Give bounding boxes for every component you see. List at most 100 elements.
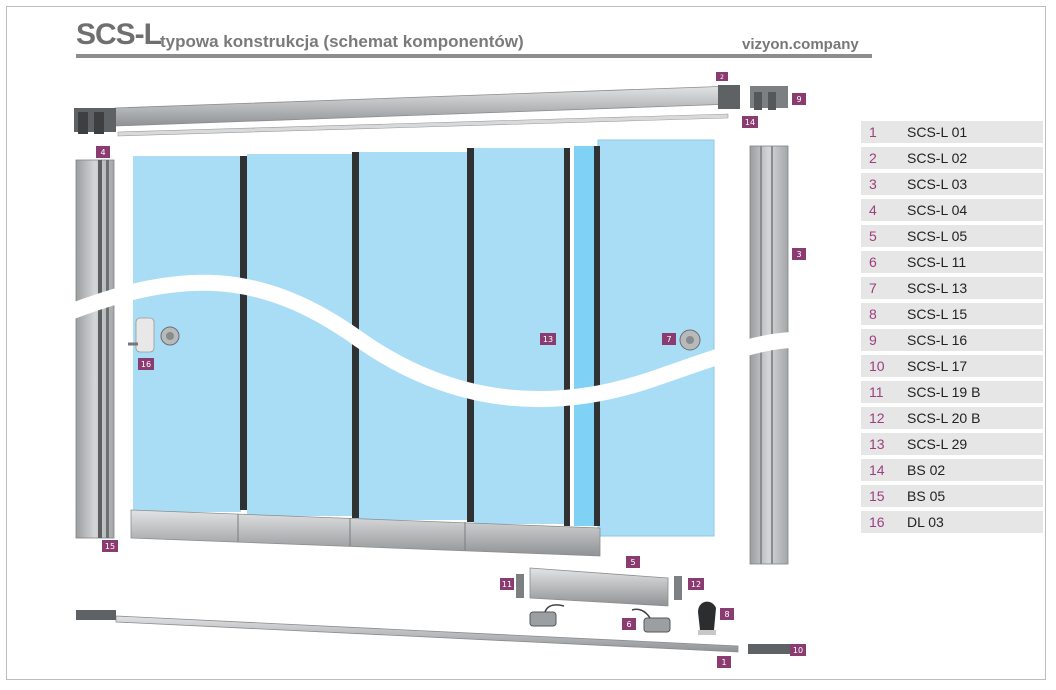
right-wall-profile [749, 145, 789, 565]
callout-8: 8 [720, 608, 734, 620]
legend-code: SCS-L 20 B [907, 410, 981, 426]
legend-number: 15 [869, 488, 885, 504]
callout-8-label: 8 [724, 610, 729, 619]
bottom-profile-detail [516, 567, 682, 607]
callout-16-label: 16 [141, 360, 151, 369]
legend-row: 12 SCS-L 20 B [861, 407, 1043, 429]
legend-row: 4 SCS-L 04 [861, 199, 1043, 221]
legend-row: 16 DL 03 [861, 511, 1043, 533]
legend-number: 9 [869, 332, 877, 348]
callout-11: 11 [500, 578, 514, 590]
callout-4-label: 4 [100, 148, 105, 157]
callout-14-label: 14 [745, 118, 755, 127]
callout-10-label: 10 [793, 646, 803, 655]
top-brush-strip [117, 113, 729, 137]
callout-13-label: 13 [543, 335, 553, 344]
callout-1-label: 1 [721, 658, 726, 667]
callout-4: 4 [96, 146, 110, 158]
legend-code: SCS-L 19 B [907, 384, 981, 400]
legend-code: SCS-L 02 [907, 150, 968, 166]
legend-code: BS 05 [907, 488, 946, 504]
callout-14: 14 [742, 116, 758, 128]
legend-row: 14 BS 02 [861, 459, 1043, 481]
legend-number: 1 [869, 124, 877, 140]
callout-13: 13 [540, 333, 556, 345]
legend-row: 3 SCS-L 03 [861, 173, 1043, 195]
callout-9: 9 [792, 93, 806, 105]
legend-number: 3 [869, 176, 877, 192]
company-name: vizyon.company [742, 36, 859, 53]
legend-number: 5 [869, 228, 877, 244]
panel-stopper [698, 601, 716, 635]
callout-1: 1 [717, 656, 731, 668]
legend-code: SCS-L 04 [907, 202, 968, 218]
callout-16: 16 [138, 358, 154, 370]
bottom-rail [76, 610, 790, 654]
legend-number: 8 [869, 306, 877, 322]
legend-code: SCS-L 05 [907, 228, 968, 244]
legend-number: 6 [869, 254, 877, 270]
diagram-frame [6, 6, 1046, 680]
legend-row: 11 SCS-L 19 B [861, 381, 1043, 403]
legend-number: 4 [869, 202, 877, 218]
callout-3-label: 3 [796, 250, 801, 259]
callout-11-label: 11 [502, 580, 512, 589]
roller-assemblies [529, 604, 671, 633]
callout-15: 15 [102, 540, 118, 552]
callout-3: 3 [792, 248, 806, 260]
title-underline [76, 54, 872, 58]
callout-2-label: 2 [720, 74, 724, 81]
callout-5: 5 [626, 556, 640, 568]
callout-6: 6 [622, 618, 636, 630]
callout-12: 12 [688, 578, 704, 590]
legend-number: 14 [869, 462, 885, 478]
legend-code: DL 03 [907, 514, 944, 530]
legend-number: 7 [869, 280, 877, 296]
wave-cut [67, 274, 796, 408]
legend-code: SCS-L 03 [907, 176, 968, 192]
left-wall-profile [75, 159, 115, 539]
legend-number: 10 [869, 358, 885, 374]
legend-number: 2 [869, 150, 877, 166]
legend-code: BS 02 [907, 462, 946, 478]
legend-code: SCS-L 29 [907, 436, 968, 452]
callout-15-label: 15 [105, 542, 115, 551]
legend-row: 9 SCS-L 16 [861, 329, 1043, 351]
legend-row: 10 SCS-L 17 [861, 355, 1043, 377]
callout-5-label: 5 [630, 558, 635, 567]
legend-code: SCS-L 17 [907, 358, 968, 374]
legend-row: 15 BS 05 [861, 485, 1043, 507]
top-end-cap [750, 86, 788, 110]
callout-6-label: 6 [626, 620, 631, 629]
legend-row: 7 SCS-L 13 [861, 277, 1043, 299]
legend-code: SCS-L 11 [907, 254, 967, 270]
legend-row: 1 SCS-L 01 [861, 121, 1043, 143]
callout-7: 7 [662, 333, 676, 345]
legend-code: SCS-L 01 [907, 124, 968, 140]
callout-7-label: 7 [666, 335, 671, 344]
panel-lock [128, 317, 180, 353]
legend-number: 12 [869, 410, 885, 426]
legend-row: 2 SCS-L 02 [861, 147, 1043, 169]
bottom-panel-profiles [130, 509, 601, 557]
callout-10: 10 [790, 644, 806, 656]
legend-number: 16 [869, 514, 885, 530]
glass-panels [133, 139, 715, 537]
page-subtitle: typowa konstrukcja (schemat komponentów) [160, 32, 524, 51]
legend-number: 11 [869, 384, 884, 400]
legend-row: 6 SCS-L 11 [861, 251, 1043, 273]
legend-code: SCS-L 15 [907, 306, 968, 322]
legend-code: SCS-L 16 [907, 332, 968, 348]
legend-code: SCS-L 13 [907, 280, 968, 296]
callout-2: 2 [716, 72, 728, 81]
panel-handle [679, 329, 701, 351]
page-title: SCS-L [76, 18, 162, 51]
legend-row: 5 SCS-L 05 [861, 225, 1043, 247]
callout-12-label: 12 [691, 580, 701, 589]
callout-9-label: 9 [796, 95, 801, 104]
legend-row: 8 SCS-L 15 [861, 303, 1043, 325]
top-rail [74, 85, 740, 134]
